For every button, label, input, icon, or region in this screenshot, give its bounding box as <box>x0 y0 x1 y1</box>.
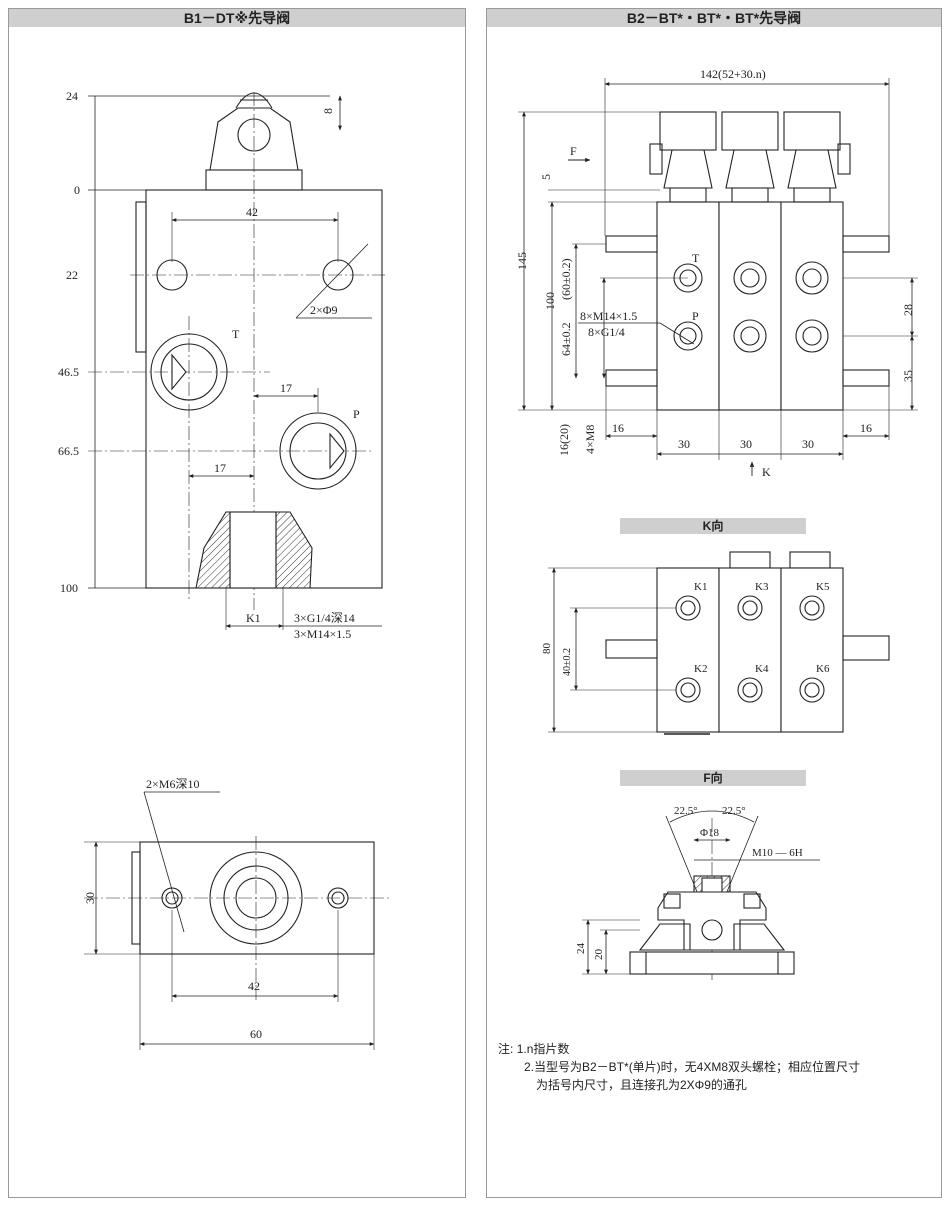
port-K3: K3 <box>755 581 769 593</box>
label-F: F <box>570 144 577 158</box>
f-view-labels: 22.5° 22.5° Φ18 M10 — 6H 24 20 <box>575 805 803 960</box>
height-24: 24 <box>66 89 78 103</box>
port-K4: K4 <box>755 663 769 675</box>
tie-rod-upper-right <box>842 235 890 253</box>
k-slice-3 <box>780 567 844 733</box>
thread-note-1: 3×G1/4深14 <box>294 611 355 625</box>
note-line-2: 2.当型号为B2－BT*(单片)时，无4XM8双头螺栓；相应位置尺寸 <box>524 1060 861 1074</box>
thread-note-2: 8×G1/4 <box>588 325 625 339</box>
label-K: K <box>762 465 771 479</box>
f-view-title: F向 <box>620 770 806 786</box>
k-view <box>548 551 890 735</box>
port-P-label: P <box>353 407 360 421</box>
dim-8: 8 <box>321 108 335 114</box>
port-K2: K2 <box>694 663 707 675</box>
dim-16-20: 16(20) <box>557 424 571 456</box>
f-dim-20: 20 <box>593 949 605 961</box>
height-66-5: 66.5 <box>58 444 79 458</box>
solenoids <box>649 111 851 203</box>
dim-42: 42 <box>246 205 258 219</box>
dim-28: 28 <box>901 304 915 316</box>
bottom-center-outer <box>209 851 303 945</box>
height-46-5: 46.5 <box>58 365 79 379</box>
bottom-dim-60: 60 <box>250 1027 262 1041</box>
dim-35: 35 <box>901 370 915 382</box>
note-label: 注: <box>498 1042 514 1056</box>
k-slice-1 <box>656 567 720 733</box>
height-100: 100 <box>60 581 78 595</box>
port-P-label: P <box>692 309 699 323</box>
right-front-labels: 142(52+30.n) 145 100 5 (60±0.2) 64±0.2 1… <box>515 67 915 479</box>
left-panel <box>8 8 466 1198</box>
k-view-title: K向 <box>620 518 806 534</box>
dim-4m8: 4×M8 <box>583 425 597 454</box>
dim-30-2: 30 <box>740 437 752 451</box>
dim-64: 64±0.2 <box>559 322 573 356</box>
hole-note: 2×Φ9 <box>310 303 338 317</box>
thread-note-2: 3×M14×1.5 <box>294 627 351 641</box>
port-P <box>279 412 357 490</box>
dim-total: 142(52+30.n) <box>700 67 766 81</box>
f-dia: Φ18 <box>700 827 720 839</box>
slice-1 <box>656 201 720 411</box>
side-plate <box>135 201 147 353</box>
angle-right: 22.5° <box>722 805 746 817</box>
port-K6: K6 <box>816 663 830 675</box>
dim-145: 145 <box>515 252 529 270</box>
f-view <box>582 810 820 980</box>
screw-note: 2×M6深10 <box>146 777 199 791</box>
port-K1-label: K1 <box>246 611 261 625</box>
right-front-view <box>518 78 918 476</box>
left-title-banner: B1－DT※先导阀 <box>9 9 465 27</box>
note-line-1: 注: 1.n指片数 <box>498 1042 570 1056</box>
dim-16-left: 16 <box>612 421 624 435</box>
slice-3 <box>780 201 844 411</box>
right-panel <box>486 8 942 1198</box>
dim-100: 100 <box>543 292 557 310</box>
f-body <box>657 891 767 951</box>
dim-17-lower: 17 <box>214 461 226 475</box>
right-title-banner: B2－BT*・BT*・BT*先导阀 <box>487 9 941 27</box>
top-cap <box>209 107 299 171</box>
k-dim-80: 80 <box>541 643 553 655</box>
screw-left <box>161 887 183 909</box>
bottom-dim-30: 30 <box>83 892 97 904</box>
f-thread: M10 — 6H <box>752 847 803 859</box>
tie-rod-upper-left <box>605 235 658 253</box>
f-dim-24: 24 <box>575 943 587 955</box>
k-view-labels: 80 40±0.2 K1 K2 K3 K4 K5 K6 <box>541 581 830 676</box>
dim-16-right: 16 <box>860 421 872 435</box>
left-front-view <box>88 92 385 630</box>
dim-30-3: 30 <box>802 437 814 451</box>
note-line-3: 为括号内尺寸，且连接孔为2XΦ9的通孔 <box>536 1078 747 1092</box>
screw-right <box>327 887 349 909</box>
tie-rod-lower-right <box>842 369 890 387</box>
left-bottom-labels: 2×M6深10 30 42 60 <box>83 777 262 1041</box>
angle-left: 22.5° <box>674 805 698 817</box>
dim-5: 5 <box>539 174 553 180</box>
dim-17-upper: 17 <box>280 381 292 395</box>
height-0: 0 <box>74 183 80 197</box>
port-K5: K5 <box>816 581 830 593</box>
k-dim-40: 40±0.2 <box>562 648 573 676</box>
bottom-dim-42: 42 <box>248 979 260 993</box>
port-K1: K1 <box>694 581 707 593</box>
k-slice-2 <box>718 567 782 733</box>
dim-60: (60±0.2) <box>559 258 573 300</box>
slice-2 <box>718 201 782 411</box>
port-T-label: T <box>692 251 700 265</box>
f-base <box>629 951 795 975</box>
dim-30-1: 30 <box>678 437 690 451</box>
port-T-label: T <box>232 327 240 341</box>
notes: 注: 1.n指片数 2.当型号为B2－BT*(单片)时，无4XM8双头螺栓；相应… <box>498 1040 938 1094</box>
left-bottom-view <box>84 791 392 1050</box>
height-22: 22 <box>66 268 78 282</box>
left-front-labels: 24 0 22 46.5 66.5 100 8 42 2×Φ9 T P 17 1… <box>58 89 360 641</box>
tie-rod-lower-left <box>605 369 658 387</box>
thread-note-1: 8×M14×1.5 <box>580 309 637 323</box>
